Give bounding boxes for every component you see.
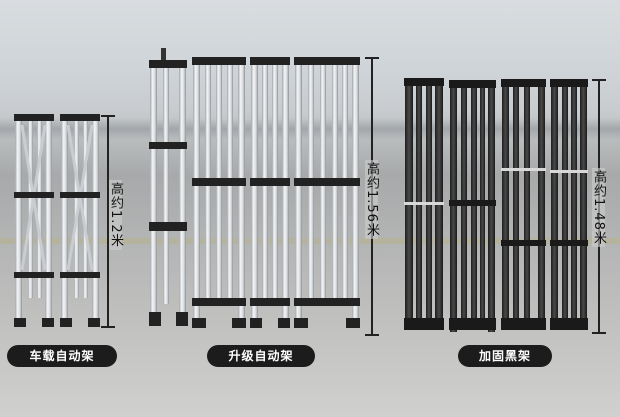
label-car-frame: 车载自动架 <box>7 345 117 367</box>
frame-black-4 <box>550 79 588 330</box>
frame-black-3 <box>501 79 546 330</box>
height-label-1: 高约1.2米 <box>108 180 123 250</box>
frame-car-2 <box>60 114 100 327</box>
height-cap-bottom-1 <box>101 326 115 328</box>
height-label-2: 高约1.56米 <box>364 160 379 239</box>
frame-car-1 <box>14 114 54 327</box>
frame-upgrade-3 <box>250 57 290 328</box>
frame-black-1 <box>404 78 444 330</box>
label-black-frame: 加固黑架 <box>458 345 552 367</box>
frame-upgrade-1 <box>149 48 188 326</box>
label-upgrade-frame: 升级自动架 <box>207 345 315 367</box>
frame-upgrade-2 <box>192 57 246 328</box>
height-label-3: 高约1.48米 <box>591 168 606 247</box>
height-cap-bottom-2 <box>365 334 379 336</box>
height-line-1 <box>107 115 109 327</box>
height-cap-bottom-3 <box>592 332 606 334</box>
frame-black-2 <box>449 80 496 332</box>
frame-upgrade-4 <box>294 57 360 328</box>
